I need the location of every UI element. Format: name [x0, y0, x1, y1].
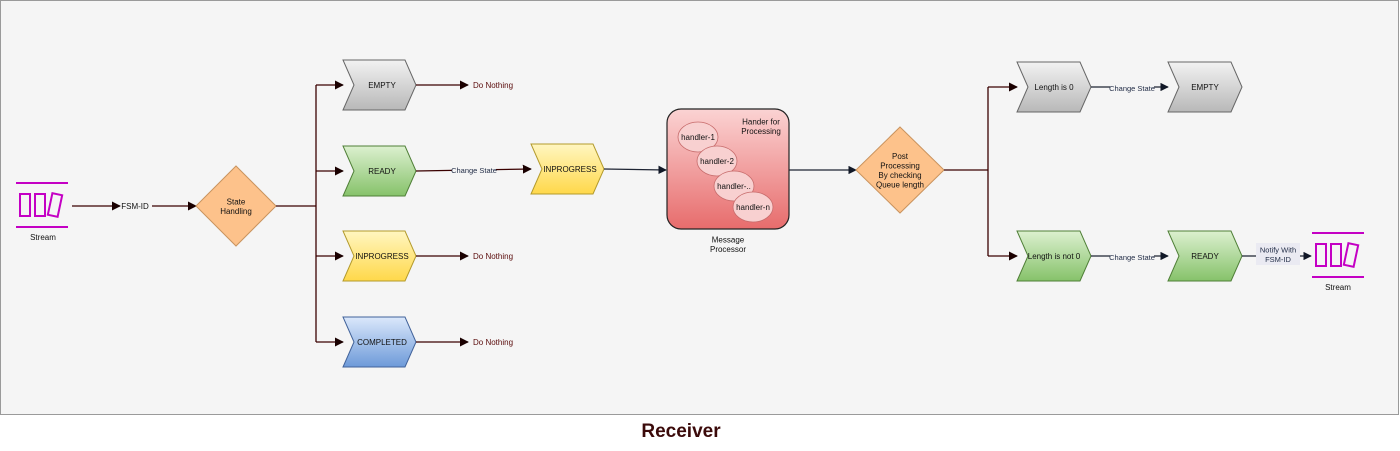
- not-zero-change-state-label: Change State: [1109, 253, 1155, 262]
- length-not-zero-label: Length is not 0: [1028, 252, 1081, 261]
- stream-icon: [16, 182, 68, 228]
- empty-do-nothing-label: Do Nothing: [473, 81, 513, 90]
- zero-change-state-label: Change State: [1109, 84, 1155, 93]
- handler-2: handler-2: [696, 145, 738, 177]
- state-ready: READY: [342, 145, 417, 197]
- length-zero: Length is 0: [1016, 61, 1092, 113]
- output-stream: Stream: [1312, 232, 1364, 292]
- next-state-inprogress: INPROGRESS: [530, 143, 605, 195]
- state-empty-label: EMPTY: [368, 81, 396, 90]
- edge-to-processor: [603, 165, 667, 175]
- result-ready-label: READY: [1191, 252, 1219, 261]
- handler-ellipsis-label: handler-..: [717, 182, 751, 191]
- stream-icon: [1312, 232, 1364, 278]
- input-stream-label: Stream: [30, 233, 56, 242]
- diagram-caption: Receiver: [641, 421, 721, 442]
- handler-n: handler-n: [732, 191, 774, 223]
- input-stream: Stream: [16, 182, 68, 242]
- fsm-id-label: FSM-ID: [121, 202, 149, 211]
- state-completed-label: COMPLETED: [357, 338, 407, 347]
- result-empty-label: EMPTY: [1191, 83, 1219, 92]
- length-zero-label: Length is 0: [1034, 83, 1074, 92]
- handler-n-label: handler-n: [736, 203, 770, 212]
- state-inprogress-label: INPROGRESS: [355, 252, 408, 261]
- result-ready: READY: [1167, 230, 1243, 282]
- next-state-inprogress-label: INPROGRESS: [543, 165, 596, 174]
- state-completed: COMPLETED: [342, 316, 417, 368]
- state-ready-label: READY: [368, 167, 396, 176]
- output-stream-label: Stream: [1325, 283, 1351, 292]
- state-empty: EMPTY: [342, 59, 417, 111]
- inprogress-do-nothing-label: Do Nothing: [473, 252, 513, 261]
- handler-2-label: handler-2: [700, 157, 734, 166]
- ready-change-state-label: Change State: [451, 166, 497, 175]
- completed-do-nothing-label: Do Nothing: [473, 338, 513, 347]
- result-empty: EMPTY: [1167, 61, 1243, 113]
- handler-1-label: handler-1: [681, 133, 715, 142]
- state-inprogress: INPROGRESS: [342, 230, 417, 282]
- handler-1: handler-1: [677, 121, 719, 153]
- length-not-zero: Length is not 0: [1016, 230, 1092, 282]
